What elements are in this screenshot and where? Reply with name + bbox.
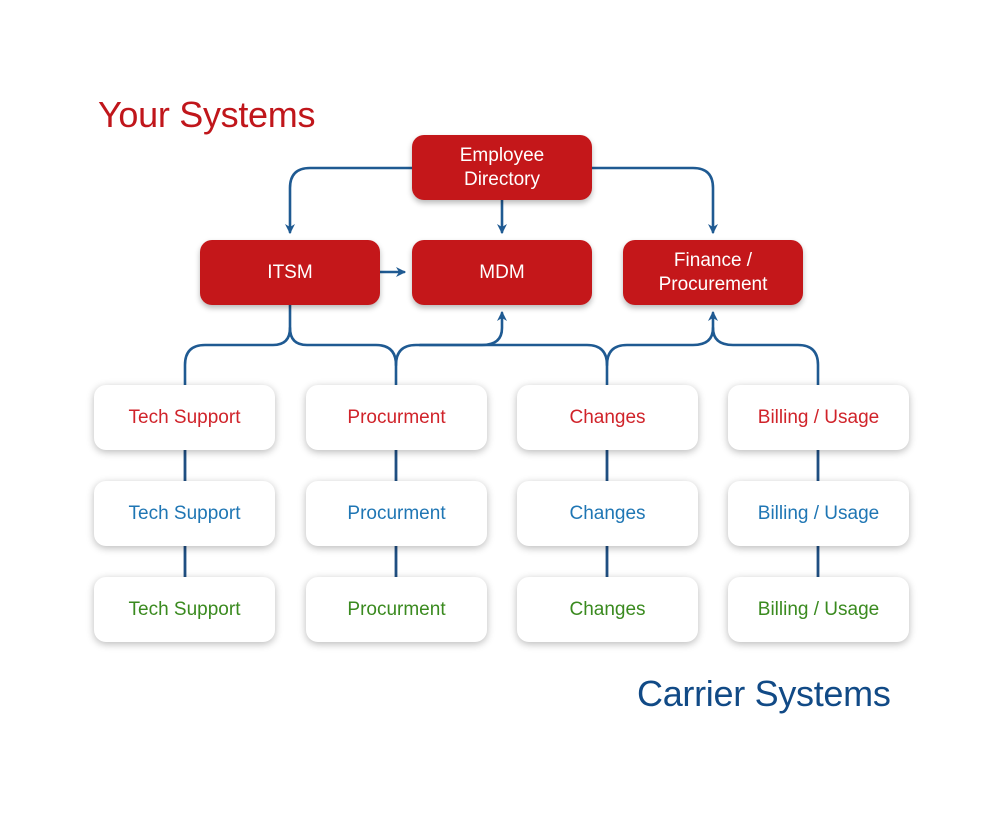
carrier-node-label: Changes [569, 502, 646, 524]
finance-procurement-label: Finance / Procurement [658, 249, 768, 295]
connector-changes-bus [418, 343, 609, 387]
carrier-node-green[interactable]: Changes [517, 577, 698, 642]
connector-directory-finance [590, 166, 718, 234]
carrier-node-red[interactable]: Tech Support [94, 385, 275, 450]
carrier-node-green[interactable]: Billing / Usage [728, 577, 909, 642]
itsm-node[interactable]: ITSM [200, 240, 380, 305]
connector-changes-finance [605, 311, 718, 367]
carrier-node-label: Billing / Usage [757, 598, 880, 620]
carrier-node-label: Procurment [347, 598, 446, 620]
connector-itsm-procurment [288, 326, 398, 387]
carrier-node-blue[interactable]: Procurment [306, 481, 487, 546]
carrier-node-blue[interactable]: Tech Support [94, 481, 275, 546]
carrier-node-label: Billing / Usage [757, 502, 880, 524]
mdm-node[interactable]: MDM [412, 240, 592, 305]
connector-billing-finance [711, 326, 820, 387]
carrier-node-label: Procurment [347, 406, 446, 428]
carrier-node-label: Procurment [347, 502, 446, 524]
itsm-label: ITSM [267, 261, 313, 283]
connector-directory-itsm [285, 166, 414, 234]
carrier-node-label: Tech Support [128, 406, 241, 428]
employee-directory-label: Employee Directory [459, 144, 545, 190]
connector-itsm-bus [183, 303, 292, 387]
your-systems-heading: Your Systems [98, 94, 316, 135]
carrier-node-green[interactable]: Tech Support [94, 577, 275, 642]
finance-procurement-node[interactable]: Finance / Procurement [623, 240, 803, 305]
carrier-node-green[interactable]: Procurment [306, 577, 487, 642]
carrier-node-blue[interactable]: Billing / Usage [728, 481, 909, 546]
employee-directory-node[interactable]: Employee Directory [412, 135, 592, 200]
carrier-node-label: Tech Support [128, 598, 241, 620]
connector-bus-mdm [394, 311, 507, 367]
carrier-node-blue[interactable]: Changes [517, 481, 698, 546]
carrier-node-label: Tech Support [128, 502, 241, 524]
carrier-node-red[interactable]: Billing / Usage [728, 385, 909, 450]
carrier-node-red[interactable]: Changes [517, 385, 698, 450]
mdm-label: MDM [479, 261, 525, 283]
carrier-node-label: Changes [569, 598, 646, 620]
carrier-node-label: Changes [569, 406, 646, 428]
carrier-systems-heading: Carrier Systems [637, 673, 891, 714]
carrier-node-red[interactable]: Procurment [306, 385, 487, 450]
carrier-node-label: Billing / Usage [757, 406, 880, 428]
